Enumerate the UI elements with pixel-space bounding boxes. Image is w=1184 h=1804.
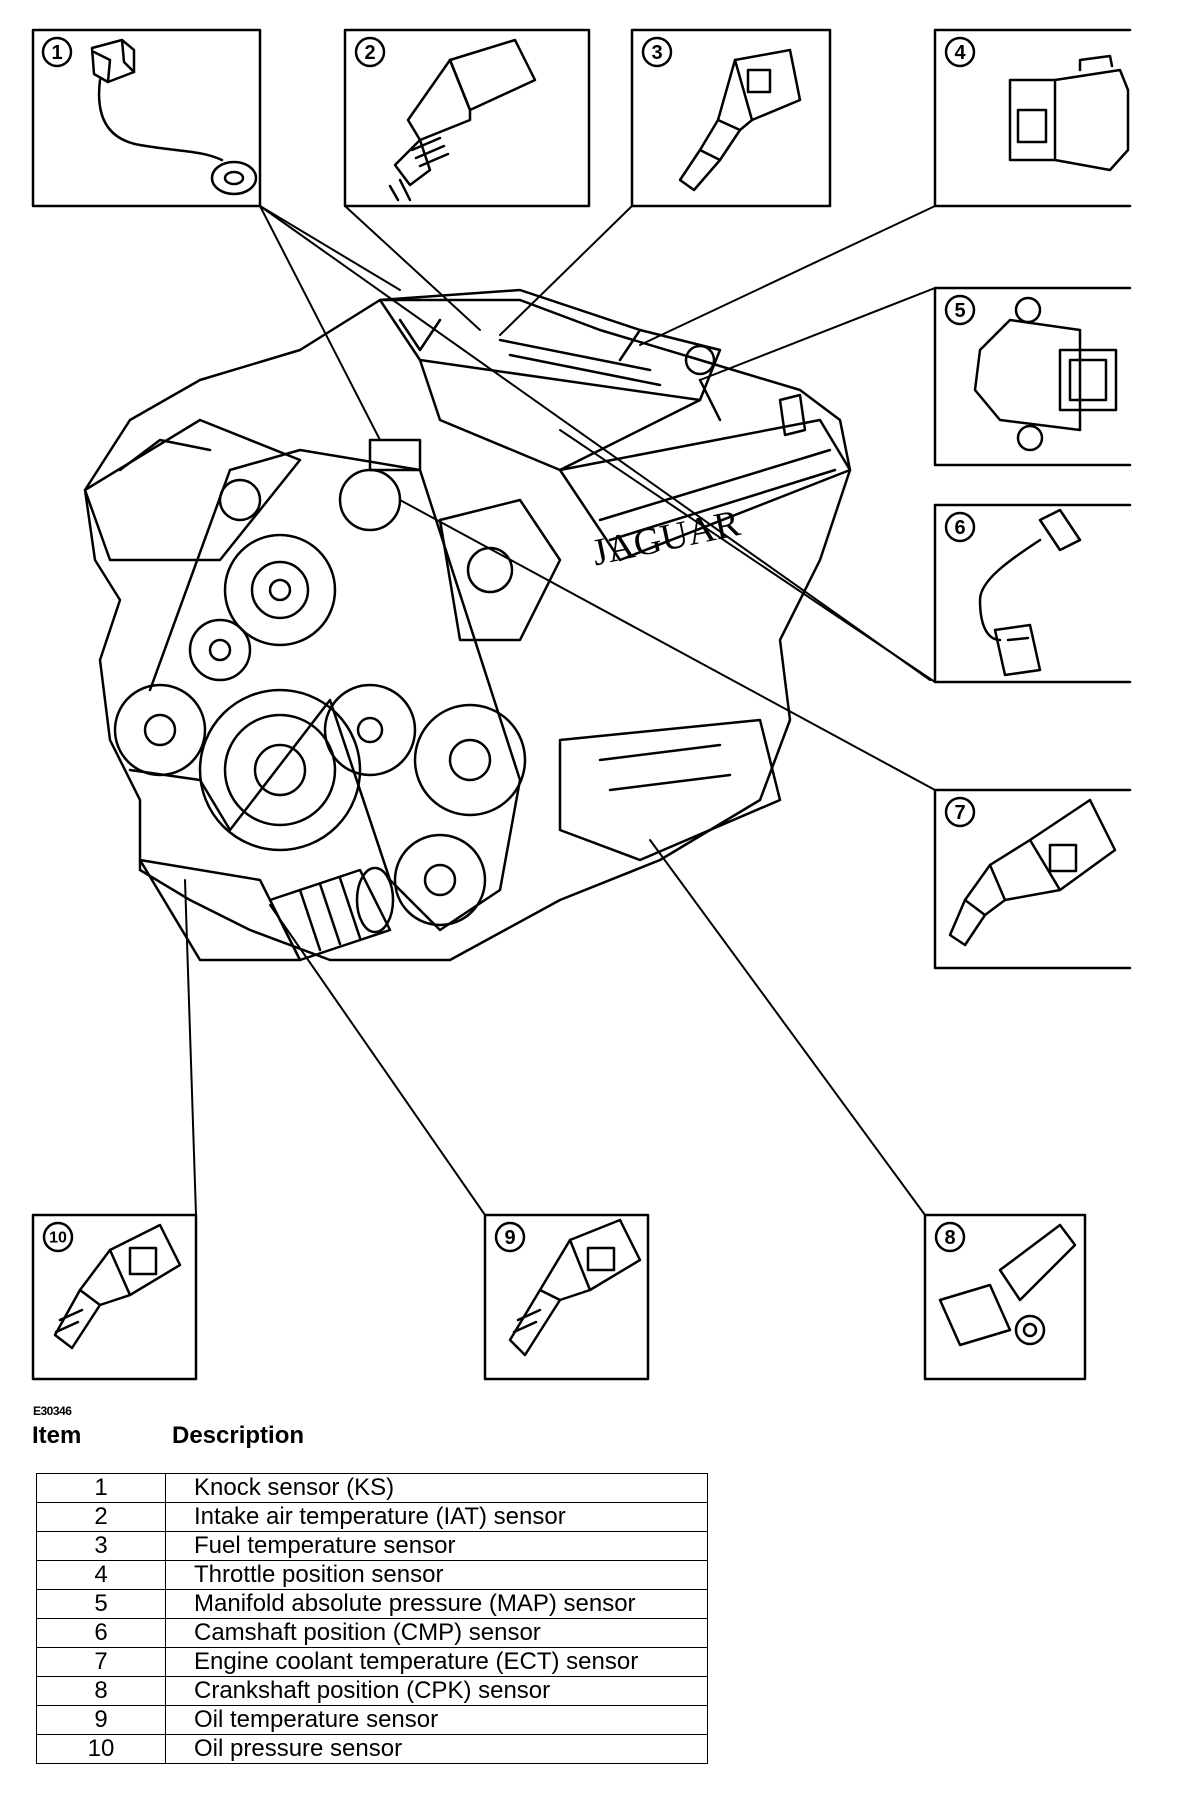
callout-box-10 [31, 1213, 198, 1381]
row-description: Oil temperature sensor [165, 1705, 708, 1735]
table-header-item: Item [32, 1422, 82, 1449]
row-description: Throttle position sensor [165, 1560, 708, 1590]
row-description: Camshaft position (CMP) sensor [165, 1618, 708, 1648]
engine-sensor-diagram: 1 2 3 4 5 6 7 8 9 10 JAGUAR [31, 28, 1132, 1381]
callout-label-4: 4 [954, 42, 966, 64]
row-item: 10 [36, 1734, 166, 1764]
row-description: Knock sensor (KS) [165, 1473, 708, 1503]
row-item: 7 [36, 1647, 166, 1677]
callout-box-8 [923, 1213, 1087, 1381]
callout-box-7 [933, 788, 1132, 970]
row-item: 2 [36, 1502, 166, 1532]
callout-label-6: 6 [954, 517, 965, 539]
row-item: 5 [36, 1589, 166, 1619]
row-item: 9 [36, 1705, 166, 1735]
row-item: 3 [36, 1531, 166, 1561]
callout-label-10: 10 [49, 1230, 67, 1247]
row-item: 4 [36, 1560, 166, 1590]
callout-box-4 [933, 28, 1132, 208]
row-description: Intake air temperature (IAT) sensor [165, 1502, 708, 1532]
callout-box-6 [933, 503, 1132, 684]
callout-label-2: 2 [364, 42, 375, 64]
callout-box-3 [630, 28, 832, 208]
table-header-description: Description [172, 1422, 305, 1449]
callout-box-9 [483, 1213, 650, 1381]
row-description: Crankshaft position (CPK) sensor [165, 1676, 708, 1706]
callout-label-3: 3 [651, 42, 662, 64]
callout-label-7: 7 [954, 802, 965, 824]
callout-box-2 [343, 28, 591, 208]
figure-id: E30346 [33, 1404, 72, 1418]
callout-label-1: 1 [51, 42, 62, 64]
leader-lines [184, 205, 936, 1216]
row-description: Oil pressure sensor [165, 1734, 708, 1764]
callout-label-5: 5 [954, 300, 965, 322]
row-description: Fuel temperature sensor [165, 1531, 708, 1561]
row-item: 1 [36, 1473, 166, 1503]
callout-label-9: 9 [504, 1227, 515, 1249]
callout-numbers: 1 2 3 4 5 6 7 8 9 10 [49, 42, 966, 1249]
callout-box-1 [31, 28, 262, 208]
row-item: 8 [36, 1676, 166, 1706]
row-description: Manifold absolute pressure (MAP) sensor [165, 1589, 708, 1619]
row-item: 6 [36, 1618, 166, 1648]
callout-box-5 [933, 286, 1132, 467]
callout-label-8: 8 [944, 1227, 955, 1249]
engine-logo-text: JAGUAR [588, 502, 744, 574]
row-description: Engine coolant temperature (ECT) sensor [165, 1647, 708, 1677]
engine-illustration [83, 288, 852, 962]
